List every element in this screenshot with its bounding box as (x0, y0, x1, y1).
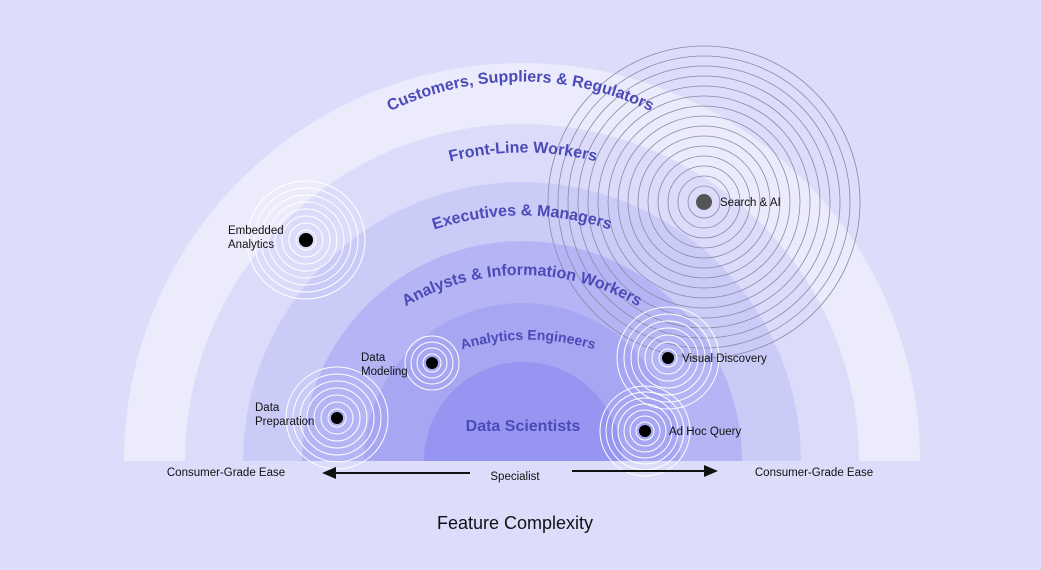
feature-label-search-ai: Search & AI (720, 197, 781, 209)
feature-label-data-modeling-line2: Modeling (361, 366, 408, 378)
feature-label-data-preparation-line2: Preparation (255, 416, 314, 428)
arrow-left-icon (322, 467, 470, 479)
feature-label-data-preparation-line1: Data (255, 402, 280, 414)
axis-title: Feature Complexity (437, 513, 593, 533)
feature-label-embedded-line2: Analytics (228, 239, 274, 251)
visual-discovery-dot-icon (662, 352, 674, 364)
arrow-right-icon (572, 465, 718, 477)
feature-label-ad-hoc-query: Ad Hoc Query (669, 426, 741, 438)
axis-label-right: Consumer-Grade Ease (755, 467, 873, 479)
search-ai-ripples (547, 45, 861, 359)
data-modeling-ripples (404, 335, 460, 391)
band-data-scientists (424, 362, 622, 461)
feature-label-data-modeling-line1: Data (361, 352, 386, 364)
data-modeling-dot-icon (426, 357, 438, 369)
ad-hoc-query-dot-icon (639, 425, 651, 437)
data-preparation-dot-icon (331, 412, 343, 424)
axis-label-center: Specialist (490, 471, 540, 483)
axis-label-left: Consumer-Grade Ease (167, 467, 285, 479)
visual-discovery-ripples (616, 306, 720, 410)
search-ai-dot-icon (696, 194, 712, 210)
data-preparation-ripples (285, 366, 389, 470)
band-label-data-scientists: Data Scientists (466, 418, 581, 435)
feature-label-visual-discovery: Visual Discovery (682, 353, 767, 365)
embedded-analytics-dot-icon (299, 233, 313, 247)
embedded-analytics-ripples (246, 180, 366, 300)
feature-label-embedded-line1: Embedded (228, 225, 284, 237)
